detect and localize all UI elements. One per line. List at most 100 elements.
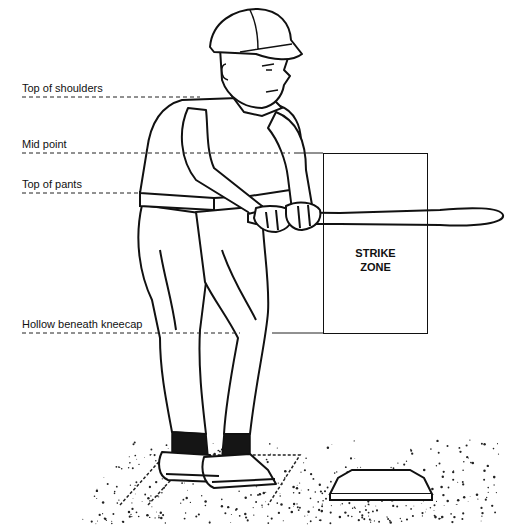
dirt-speck — [122, 521, 124, 523]
dirt-speck — [121, 468, 123, 470]
dirt-speck — [180, 503, 181, 504]
dirt-speck — [487, 465, 489, 467]
shoes — [159, 452, 276, 488]
dirt-speck — [155, 481, 157, 483]
dirt-speck — [267, 515, 268, 516]
dirt-speck — [466, 456, 468, 458]
dirt-speck — [267, 461, 269, 463]
dirt-speck — [261, 504, 263, 506]
dirt-speck — [265, 501, 267, 503]
dirt-speck — [107, 483, 109, 485]
dirt-speck — [297, 506, 299, 508]
dirt-speck — [321, 492, 323, 494]
dirt-speck — [94, 496, 96, 498]
dirt-speck — [204, 500, 207, 503]
dirt-speck — [452, 471, 454, 473]
dirt-speck — [114, 491, 116, 493]
dirt-speck — [141, 501, 143, 503]
dirt-speck — [263, 492, 266, 495]
dirt-speck — [102, 513, 103, 514]
dirt-speck — [342, 503, 344, 505]
dirt-speck — [393, 505, 395, 507]
dirt-speck — [456, 504, 457, 505]
dirt-speck — [269, 443, 271, 445]
dirt-speck — [351, 516, 353, 518]
dirt-speck — [493, 448, 495, 450]
dirt-speck — [160, 511, 162, 513]
dirt-speck — [405, 505, 406, 506]
dirt-speck — [119, 467, 120, 468]
dirt-speck — [477, 499, 478, 500]
dirt-speck — [304, 469, 306, 471]
dirt-speck — [288, 507, 290, 509]
dirt-speck — [151, 506, 152, 507]
dirt-speck — [253, 514, 254, 515]
dirt-speck — [182, 499, 184, 501]
dirt-speck — [348, 502, 350, 504]
dirt-speck — [434, 504, 436, 506]
dirt-speck — [483, 470, 485, 472]
dirt-speck — [308, 489, 310, 491]
dirt-speck — [410, 450, 412, 452]
dirt-speck — [425, 511, 427, 513]
dirt-speck — [184, 518, 186, 520]
dirt-speck — [212, 443, 214, 445]
dirt-speck — [320, 490, 322, 492]
dirt-speck — [97, 521, 98, 522]
dirt-speck — [134, 485, 135, 486]
dirt-speck — [329, 522, 331, 524]
dirt-speck — [493, 476, 496, 479]
dirt-speck — [496, 492, 497, 493]
dirt-speckles — [82, 439, 499, 524]
dirt-speck — [361, 514, 363, 516]
dirt-speck — [313, 506, 314, 507]
dirt-speck — [278, 512, 280, 514]
dirt-speck — [156, 511, 158, 513]
solid-leader — [272, 333, 323, 334]
dirt-speck — [466, 444, 468, 446]
dirt-speck — [401, 521, 403, 523]
dirt-speck — [144, 457, 146, 459]
dirt-speck — [198, 513, 200, 515]
dirt-speck — [135, 481, 137, 483]
dirt-speck — [303, 462, 304, 463]
dirt-speck — [421, 503, 423, 505]
dirt-speck — [462, 512, 464, 514]
dirt-speck — [129, 456, 130, 457]
height-label: Top of pants — [22, 178, 82, 191]
dirt-speck — [111, 521, 112, 522]
dirt-speck — [369, 518, 371, 520]
dirt-speck — [118, 499, 119, 500]
dirt-speck — [406, 461, 407, 462]
dirt-speck — [442, 494, 444, 496]
dirt-speck — [354, 506, 356, 508]
dirt-speck — [352, 507, 353, 508]
dirt-speck — [167, 447, 169, 449]
dirt-speck — [132, 498, 134, 500]
dirt-speck — [481, 512, 483, 514]
dirt-speck — [154, 454, 156, 456]
dirt-speck — [146, 514, 149, 517]
dirt-speck — [150, 495, 151, 496]
dirt-speck — [315, 491, 317, 493]
dirt-speck — [358, 519, 360, 521]
dirt-speck — [310, 498, 312, 500]
dirt-speck — [239, 515, 241, 517]
fold-line — [160, 250, 176, 330]
dirt-speck — [436, 440, 438, 442]
dirt-speck — [138, 516, 140, 518]
dirt-speck — [434, 515, 436, 517]
dirt-speck — [134, 441, 136, 443]
front-arm — [268, 112, 312, 210]
front-hand — [286, 203, 320, 230]
dirt-speck — [307, 511, 309, 513]
dirt-speck — [165, 522, 166, 523]
dirt-speck — [457, 499, 460, 502]
dirt-speck — [134, 493, 136, 495]
reference-lines — [22, 97, 323, 333]
dirt-speck — [298, 509, 300, 511]
dirt-speck — [458, 447, 460, 449]
dirt-speck — [293, 505, 295, 507]
